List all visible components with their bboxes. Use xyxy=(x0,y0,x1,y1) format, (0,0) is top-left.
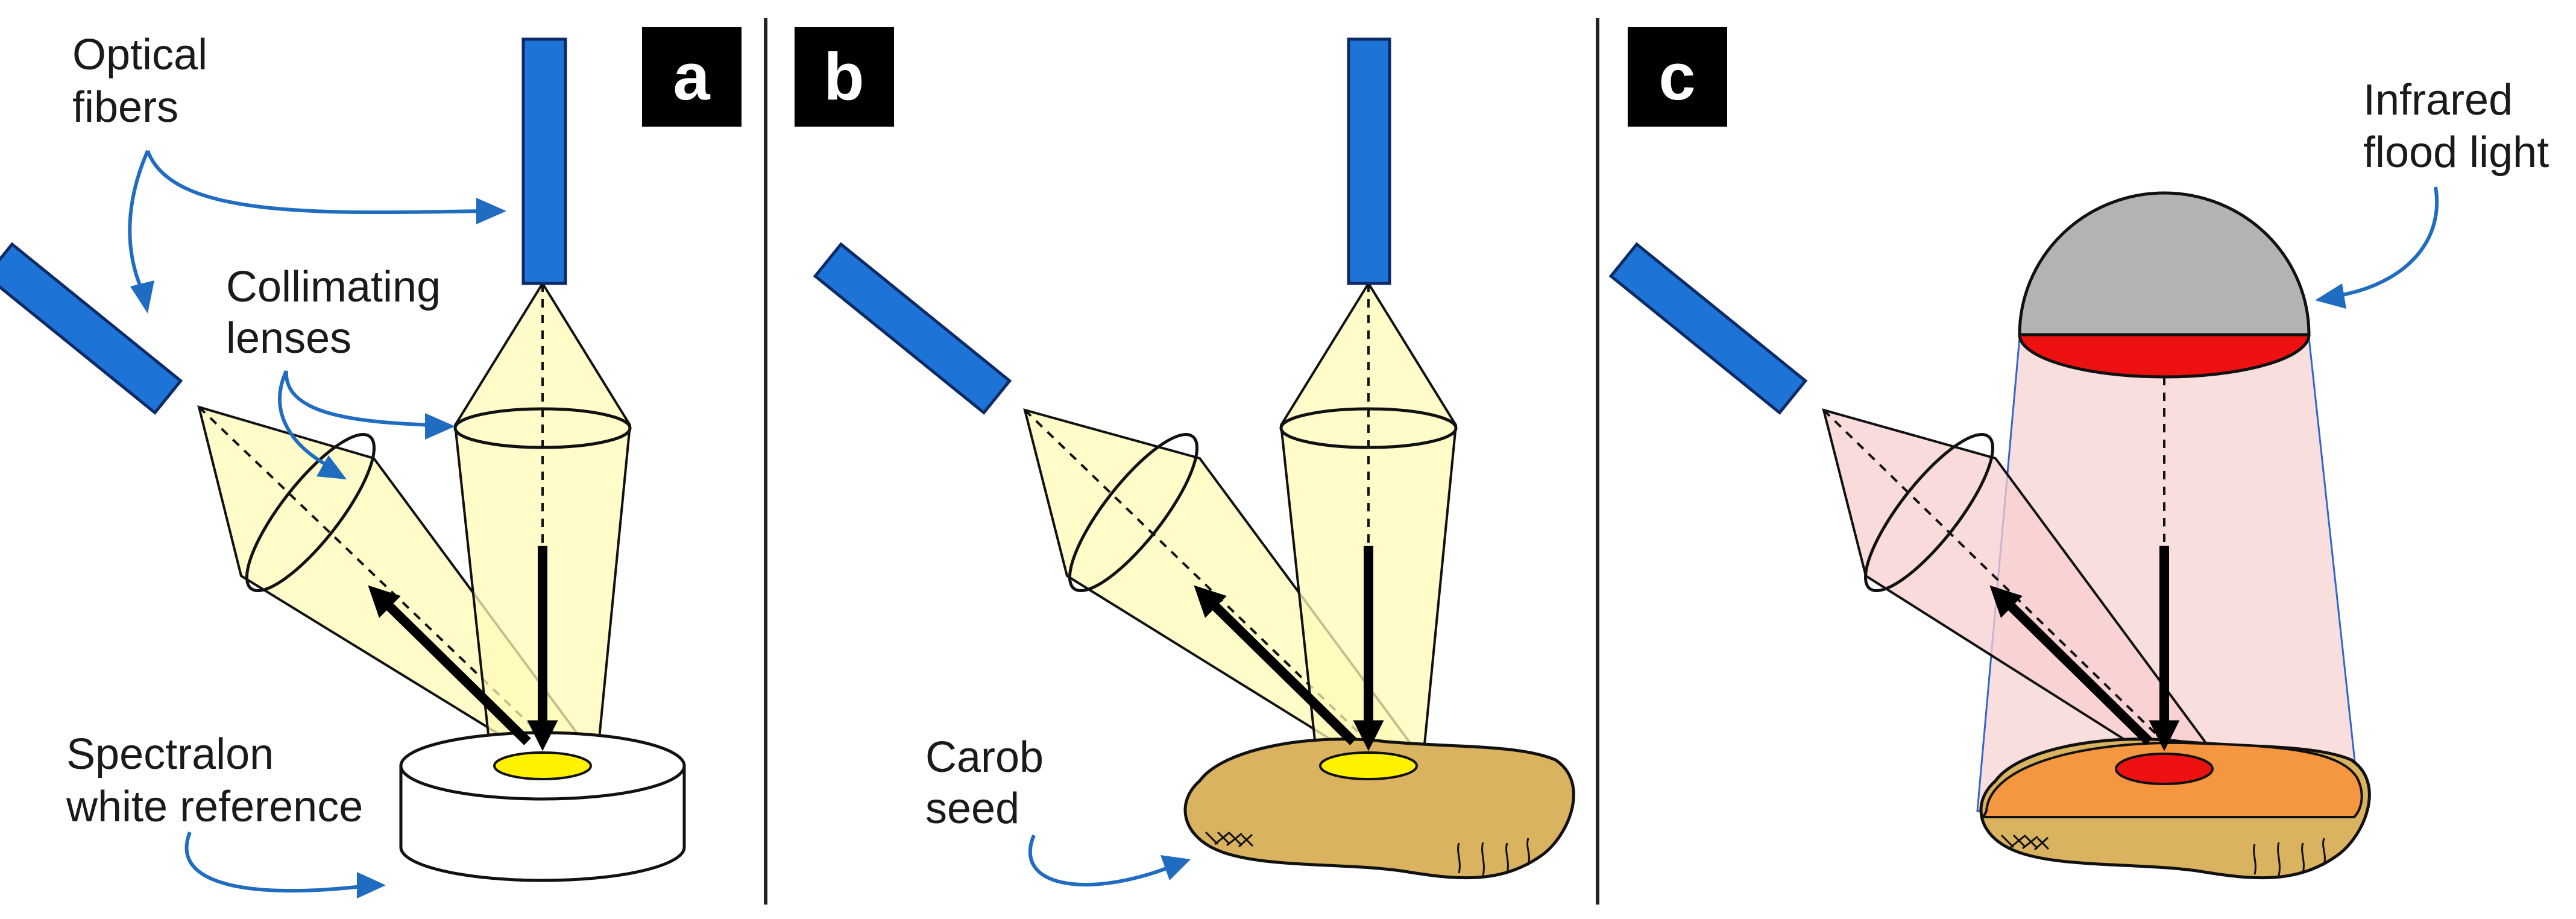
infrared-flood-light-label: Infrared xyxy=(2363,76,2513,124)
oblique-collimating-lens xyxy=(245,433,376,592)
panel-a-tag: a xyxy=(673,40,710,114)
callout-arrowhead xyxy=(2315,283,2346,309)
illumination-spot xyxy=(493,751,592,780)
optical-fibers-label: Optical xyxy=(72,31,207,79)
callout-to-vertical-fiber xyxy=(146,150,483,215)
illumination-spot xyxy=(1319,751,1418,780)
carob-seed-label: Carob xyxy=(925,733,1044,782)
panel-b-tag: b xyxy=(824,40,864,114)
callout-to-oblique-lens xyxy=(278,370,327,466)
spectralon-white-reference xyxy=(399,731,686,882)
reflected-light-arrow xyxy=(368,585,531,745)
carob-seed-label-line2: seed xyxy=(925,785,1019,833)
oblique-optical-fiber xyxy=(813,242,1012,415)
oblique-optical-fiber xyxy=(0,242,183,415)
heated-spot xyxy=(2115,753,2214,785)
reflected-light-arrow xyxy=(1989,585,2153,745)
panel-b: b Carob seed xyxy=(795,27,1575,887)
reflected-light-arrow xyxy=(1194,585,1357,745)
callout-to-vertical-lens xyxy=(284,370,432,427)
callout-arrowhead xyxy=(316,455,347,479)
panel-c-tag: c xyxy=(1658,40,1695,114)
spectralon-label-line2: white reference xyxy=(66,783,363,831)
panel-a-tag-box xyxy=(642,27,742,127)
callout-arrowhead xyxy=(130,280,154,314)
infrared-flood-light-label-line2: flood light xyxy=(2363,128,2549,177)
seed-texture xyxy=(1205,831,1530,876)
spectralon-label: Spectralon xyxy=(66,730,274,778)
panel-b-tag-box xyxy=(795,27,894,127)
oblique-collimating-lens xyxy=(1863,433,1995,592)
panel-a: a Optical fibers Collimating lenses Spec… xyxy=(0,27,742,898)
oblique-optical-fiber xyxy=(1608,242,1808,415)
callout-arrowhead xyxy=(476,198,506,224)
callout-to-seed xyxy=(1028,834,1168,887)
collimating-lenses-label-line2: lenses xyxy=(226,314,351,362)
infrared-flood-light xyxy=(2018,191,2311,379)
vertical-optical-fiber xyxy=(521,37,567,285)
callout-to-spectralon xyxy=(184,831,362,893)
callout-to-oblique-fiber xyxy=(128,150,150,291)
optical-fibers-label-line2: fibers xyxy=(72,83,178,131)
panel-c: c Infrared flood light xyxy=(1608,27,2549,880)
seed-texture xyxy=(2000,834,2326,876)
vertical-optical-fiber xyxy=(1347,37,1391,285)
panel-c-tag-box xyxy=(1628,27,1727,127)
callout-to-flood-light xyxy=(2338,186,2439,297)
collimating-lenses-label: Collimating xyxy=(226,263,441,311)
callout-arrowhead xyxy=(425,413,455,440)
callout-arrowhead xyxy=(357,872,386,898)
callout-arrowhead xyxy=(1160,855,1191,880)
oblique-collimating-lens xyxy=(1068,433,1199,592)
